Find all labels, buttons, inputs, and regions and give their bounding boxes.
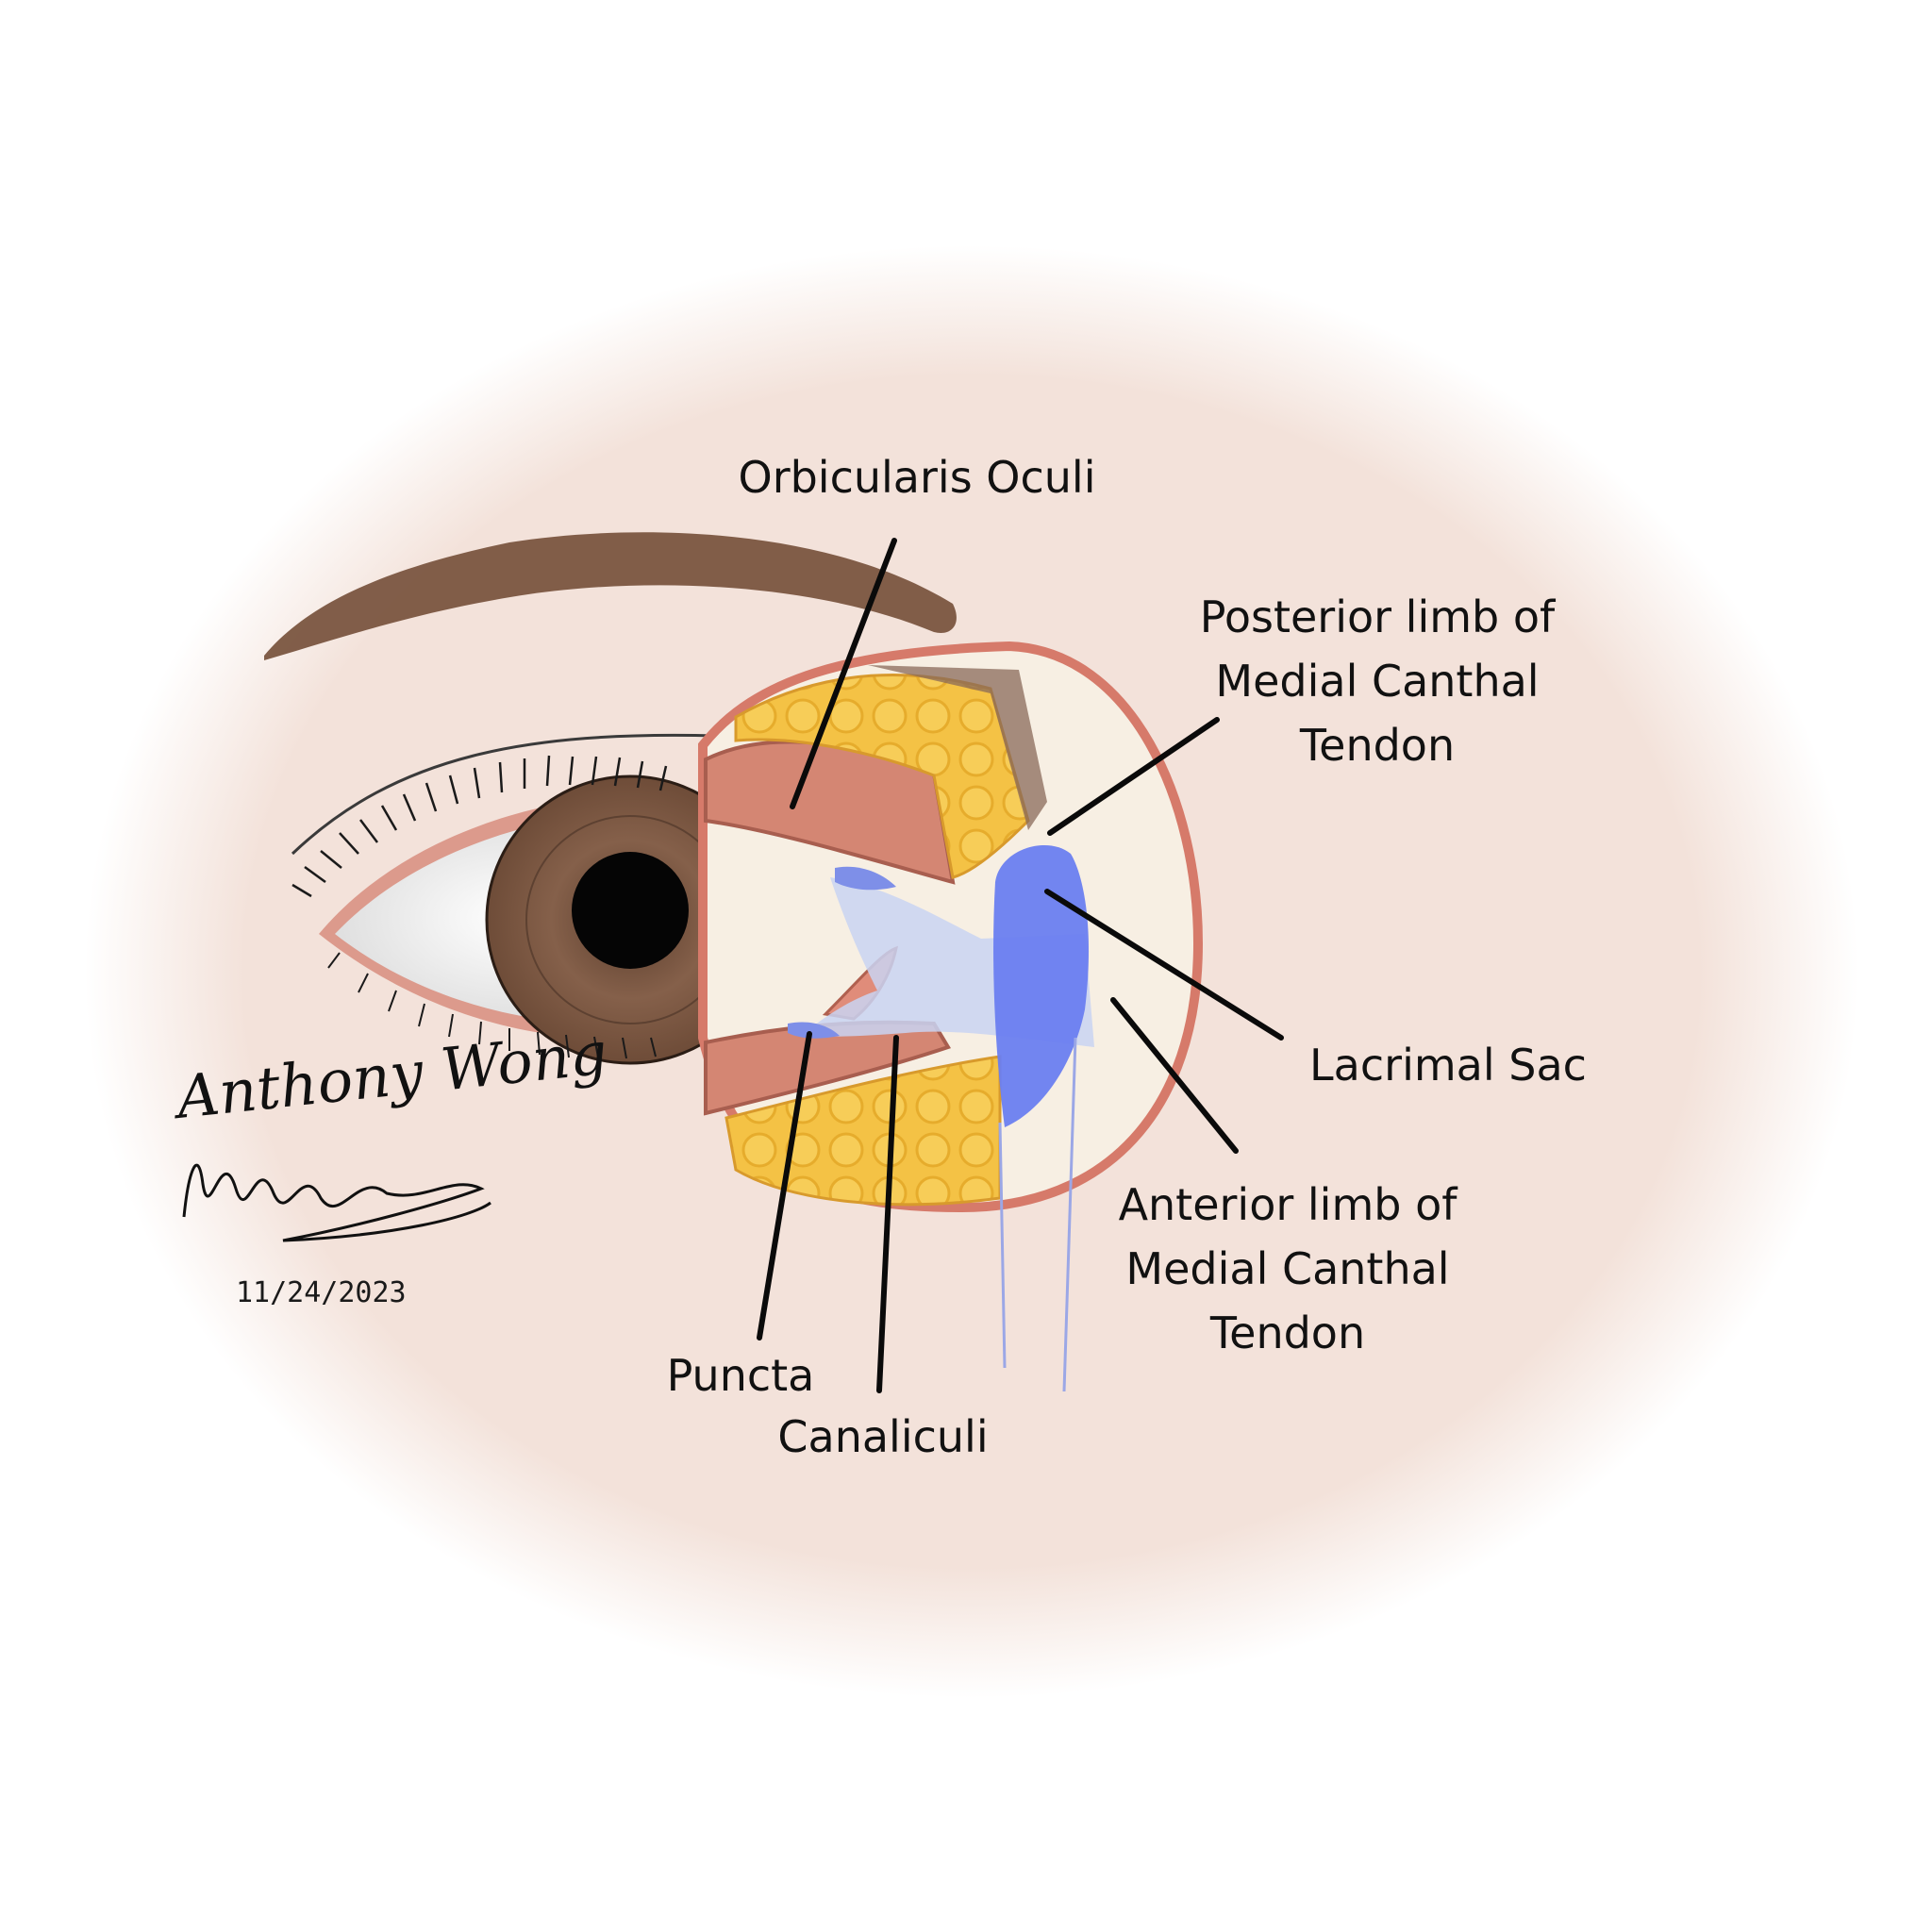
eyebrow: [264, 532, 957, 660]
leader-orbicularis-oculi: [790, 538, 897, 809]
orbital-fat-upper: [734, 674, 1030, 879]
lacrimal-sac: [993, 845, 1090, 1127]
orbicularis-upper: [704, 740, 956, 885]
signature-scribble: [182, 1163, 491, 1242]
signature-date: 11/24/2023: [236, 1276, 407, 1309]
orbital-fat-lower: [724, 1055, 1002, 1207]
label-canaliculi: Canaliculi: [777, 1411, 988, 1462]
orbicularis-lower: [704, 1020, 951, 1116]
leader-lines: [757, 538, 1284, 1393]
label-posterior-limb-line3: Tendon: [1299, 720, 1455, 771]
label-posterior-limb-line1: Posterior limb of: [1200, 591, 1557, 642]
label-puncta: Puncta: [667, 1350, 815, 1401]
leader-puncta: [757, 1031, 812, 1341]
leader-anterior-limb: [1110, 997, 1239, 1154]
lower-punctum: [788, 1022, 840, 1039]
leader-posterior-limb: [1047, 717, 1220, 836]
label-anterior-limb-line3: Tendon: [1209, 1307, 1365, 1358]
nasolacrimal-duct-left: [998, 1122, 1007, 1369]
eyelid-crease: [291, 733, 718, 856]
leader-canaliculi: [876, 1035, 899, 1393]
label-lacrimal-sac: Lacrimal Sac: [1309, 1040, 1587, 1091]
label-posterior-limb-line2: Medial Canthal: [1215, 656, 1539, 707]
upper-punctum: [835, 866, 896, 891]
nasolacrimal-duct-right: [1062, 1037, 1077, 1392]
label-anterior-limb-line2: Medial Canthal: [1125, 1243, 1449, 1294]
orbital-septum: [868, 665, 1047, 830]
pupil: [572, 852, 689, 969]
leader-lacrimal-sac: [1044, 889, 1284, 1041]
upper-eyelashes: [291, 755, 668, 898]
label-orbicularis-oculi: Orbicularis Oculi: [738, 452, 1095, 503]
lower-eyelashes: [327, 952, 657, 1059]
label-anterior-limb-line1: Anterior limb of: [1119, 1179, 1459, 1230]
